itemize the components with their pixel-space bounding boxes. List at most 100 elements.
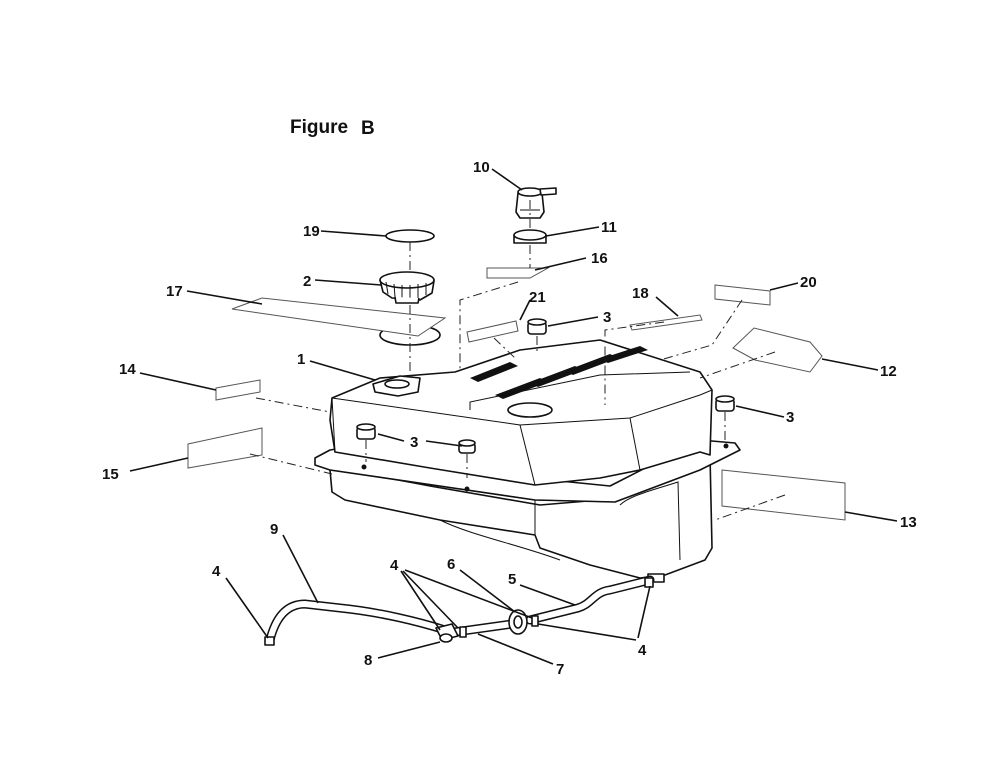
decal-18 [629, 314, 703, 331]
callout-15: 15 [102, 466, 119, 483]
leader-16 [534, 257, 587, 271]
callout-7: 7 [556, 661, 564, 678]
decal-20 [714, 284, 771, 306]
tank-sump-curve [439, 519, 561, 561]
leader-21 [519, 299, 531, 321]
valve-knob [439, 633, 453, 643]
figure-letter: B [361, 118, 375, 139]
leader-20 [769, 282, 799, 291]
leader-9 [282, 534, 319, 604]
leader-4-left [225, 577, 269, 639]
callout-5: 5 [508, 571, 516, 588]
callout-11: 11 [601, 219, 617, 236]
leader-6 [459, 569, 516, 613]
hose-clamp [644, 577, 654, 588]
tank-rib [600, 346, 648, 363]
leader-8 [377, 641, 441, 659]
assembly-line [714, 494, 786, 521]
callout-4-center: 4 [390, 557, 399, 574]
leader-5 [519, 584, 576, 606]
leader-18 [655, 296, 679, 317]
flange-hole [723, 443, 729, 449]
tank-sender-port [507, 402, 553, 418]
callout-18: 18 [632, 285, 649, 302]
callout-1: 1 [297, 351, 305, 368]
tank-filler-opening [384, 379, 410, 389]
callout-16: 16 [591, 250, 608, 267]
leader-14 [139, 372, 217, 391]
grommet-top [527, 318, 547, 326]
assembly-line [659, 299, 743, 361]
callout-4-left: 4 [212, 563, 221, 580]
leader-3-top [547, 316, 599, 327]
assembly-line [493, 337, 516, 359]
flange-lower-edge [329, 469, 616, 503]
tank-right-face-edge [629, 417, 641, 471]
tank-ridge-edge [469, 371, 691, 410]
leader-15 [129, 457, 189, 472]
leader-10 [491, 168, 523, 191]
callout-9: 9 [270, 521, 278, 538]
leader-3-right [735, 405, 785, 418]
callout-labels: 10 11 19 2 17 16 21 18 20 3 12 3 1 14 3 … [102, 159, 917, 678]
tank-rib [470, 362, 518, 382]
decal-15 [187, 427, 263, 469]
decal-13 [721, 469, 846, 521]
flange-hole [464, 486, 470, 492]
hose-clamp [531, 615, 539, 627]
grommet-part-3 [356, 318, 735, 454]
decal-16 [486, 267, 550, 279]
callout-4-right: 4 [638, 642, 647, 659]
callout-10: 10 [473, 159, 490, 176]
decal-14 [215, 379, 261, 401]
fuel-cap-top [379, 271, 435, 289]
callout-19: 19 [303, 223, 320, 240]
callout-14: 14 [119, 361, 136, 378]
fuel-line-assembly [264, 575, 655, 646]
tank-top-right-edge [519, 389, 713, 426]
leader-19 [320, 230, 387, 237]
leader-7 [477, 633, 554, 665]
callout-8: 8 [364, 652, 372, 669]
leader-1 [309, 360, 376, 381]
fuel-hose-5-inner [527, 577, 653, 623]
sender-nipple [539, 187, 557, 196]
fuel-gauge-sender [515, 187, 557, 219]
assembly-line [604, 321, 665, 405]
fuel-hose-9-inner [267, 600, 448, 643]
fuel-cap [379, 271, 435, 304]
callout-17: 17 [166, 283, 183, 300]
callout-3-front: 3 [410, 434, 418, 451]
assembly-line [459, 281, 519, 372]
leader-3-front [377, 433, 463, 447]
leader-lines [129, 168, 898, 665]
decal-12 [732, 327, 823, 373]
cap-gasket [385, 229, 435, 243]
grommet-top [458, 439, 476, 447]
hose-clamp [459, 626, 467, 638]
leader-4-center [400, 569, 533, 631]
tank-sump-edge [619, 481, 681, 561]
leader-2 [314, 279, 382, 286]
grommet-top [356, 423, 376, 431]
callout-20: 20 [800, 274, 817, 291]
hose-clamp [264, 636, 275, 646]
callout-2: 2 [303, 273, 311, 290]
leader-11 [545, 226, 600, 237]
decal-21 [466, 320, 519, 343]
callout-6: 6 [447, 556, 455, 573]
callout-3-right: 3 [786, 409, 794, 426]
fuel-tank [314, 339, 741, 583]
assembly-line [699, 351, 776, 379]
callout-3-top: 3 [603, 309, 611, 326]
flange-hole [361, 464, 367, 470]
assembly-lines [249, 200, 786, 521]
assembly-line [255, 397, 331, 413]
callout-13: 13 [900, 514, 917, 531]
fuel-cap-neck [394, 296, 420, 304]
leader-4-right [537, 585, 651, 641]
leader-12 [821, 358, 879, 371]
callout-12: 12 [880, 363, 897, 380]
